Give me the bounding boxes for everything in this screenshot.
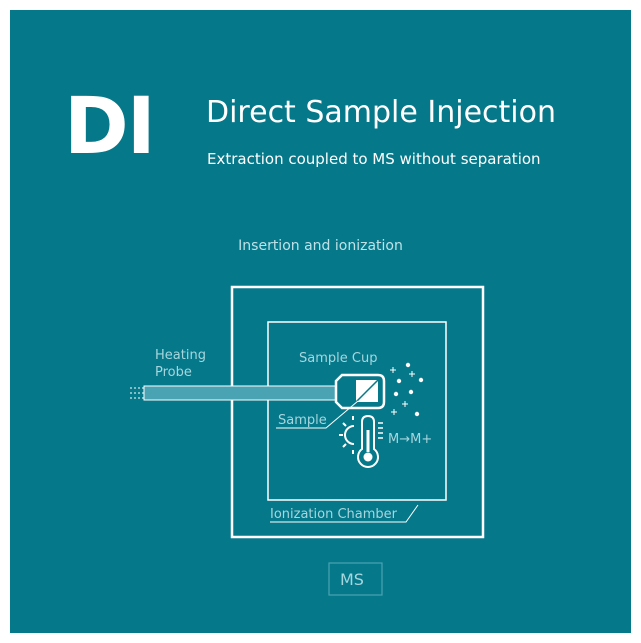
ion-plus-signs (390, 367, 415, 415)
thermometer-heat-icon (339, 414, 383, 468)
probe-label-line2: Probe (155, 365, 192, 380)
ms-frame (230, 285, 485, 539)
page-title: Direct Sample Injection (206, 95, 556, 130)
ms-label: MS (340, 570, 364, 589)
probe-dotted-end (130, 387, 144, 399)
reaction-label: M→M+ (388, 432, 432, 447)
sample-label: Sample (278, 413, 327, 428)
ms-box (328, 562, 383, 596)
ion-particles (393, 362, 424, 417)
chamber-label: Ionization Chamber (270, 507, 398, 522)
sample-cup-label: Sample Cup (299, 351, 377, 366)
page-subtitle: Extraction coupled to MS without separat… (207, 150, 541, 168)
sample-callout-line (276, 400, 359, 429)
ionization-chamber (267, 321, 447, 501)
probe-label-line1: Heating (155, 348, 206, 363)
abbreviation: DI (64, 82, 156, 172)
heating-probe-rod (143, 385, 341, 401)
section-title: Insertion and ionization (238, 238, 403, 254)
chamber-callout-line (270, 504, 419, 523)
